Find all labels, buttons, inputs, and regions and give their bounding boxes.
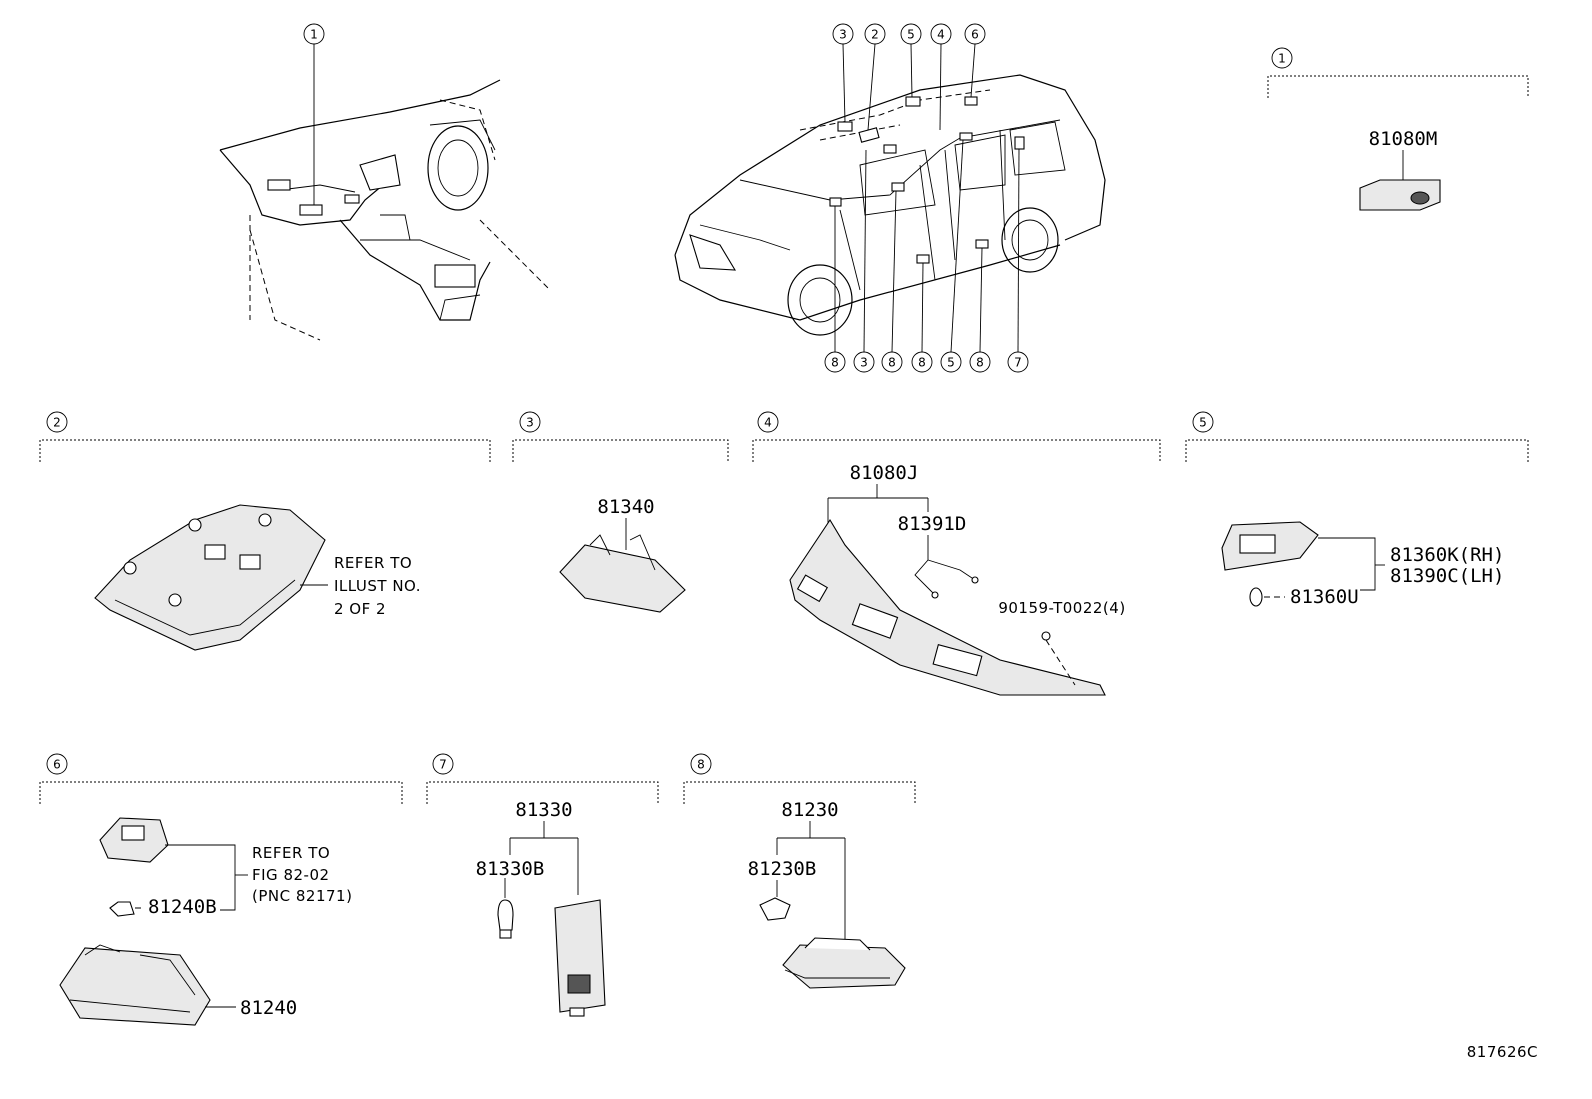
courtesy-lamp-icon — [782, 944, 906, 989]
svg-text:81360K(RH)[interactable]: 81360K(RH) — [1390, 544, 1504, 566]
bulb-icon — [497, 899, 514, 931]
svg-text:8: 8 — [888, 356, 896, 370]
luggage-lamp-icon — [554, 899, 606, 1013]
dome-lamp-icon — [59, 947, 211, 1026]
svg-text:81330[interactable]: 81330 — [515, 799, 572, 821]
interior-callout: 1 — [310, 28, 318, 42]
svg-text:7: 7 — [1014, 356, 1022, 370]
svg-text:2 OF 2: 2 OF 2 — [334, 600, 386, 618]
section-3: 3 81340 — [512, 411, 729, 613]
bulb-icon — [759, 897, 791, 921]
svg-text:81230[interactable]: 81230 — [781, 799, 838, 821]
section-8: 8 81230 81230B — [683, 753, 916, 989]
bulb-icon — [109, 901, 135, 917]
svg-text:4: 4 — [764, 416, 772, 430]
svg-text:8: 8 — [831, 356, 839, 370]
svg-text:81390C(LH)[interactable]: 81390C(LH) — [1390, 565, 1504, 587]
svg-text:81340[interactable]: 81340 — [597, 496, 654, 518]
interior-dashboard-illustration: 1 — [219, 23, 551, 341]
overhead-console-icon — [94, 504, 326, 651]
vehicle-bottom-callouts: 8 3 8 8 5 8 7 — [824, 139, 1029, 373]
svg-text:2: 2 — [53, 416, 61, 430]
svg-text:2: 2 — [871, 28, 879, 42]
svg-text:6: 6 — [971, 28, 979, 42]
vehicle-illustration: 3 2 5 4 6 8 3 8 8 5 8 7 — [674, 23, 1106, 373]
svg-text:8: 8 — [697, 758, 705, 772]
svg-text:81391D[interactable]: 81391D — [898, 513, 967, 535]
svg-text:81080J[interactable]: 81080J — [850, 462, 919, 484]
part-number[interactable]: 81080M — [1369, 128, 1438, 150]
svg-text:5: 5 — [1199, 416, 1207, 430]
bulb-icon — [1249, 587, 1263, 607]
svg-text:81360U[interactable]: 81360U — [1290, 586, 1359, 608]
section-1: 1 81080M — [1267, 47, 1529, 211]
svg-text:FIG 82-02: FIG 82-02 — [252, 866, 330, 884]
svg-text:81240[interactable]: 81240 — [240, 997, 297, 1019]
map-lamp-icon — [559, 544, 686, 613]
svg-text:4: 4 — [937, 28, 945, 42]
section-4: 4 81080J 81391D 90159-T0022(4) — [752, 411, 1161, 696]
section-2: 2 REFER TO ILLUST NO. 2 OF 2 — [39, 411, 491, 651]
vehicle-top-callouts: 3 2 5 4 6 — [832, 23, 986, 131]
svg-text:3: 3 — [839, 28, 847, 42]
svg-text:81240B[interactable]: 81240B — [148, 896, 217, 918]
svg-text:3: 3 — [526, 416, 534, 430]
svg-text:ILLUST NO.: ILLUST NO. — [334, 577, 421, 595]
diagram-code: 817626C — [1467, 1043, 1538, 1061]
svg-text:(PNC 82171): (PNC 82171) — [252, 887, 352, 905]
section-6: 6 REFER TO FIG 82-02 (PNC 82171) 81240B … — [39, 753, 403, 1026]
svg-text:8: 8 — [976, 356, 984, 370]
svg-text:81230B[interactable]: 81230B — [748, 858, 817, 880]
svg-text:REFER TO: REFER TO — [252, 844, 330, 862]
svg-text:5: 5 — [947, 356, 955, 370]
svg-text:90159-T0022(4)[interactable]: 90159-T0022(4) — [998, 599, 1125, 617]
section-7: 7 81330 81330B — [426, 753, 659, 1017]
svg-text:6: 6 — [53, 758, 61, 772]
svg-text:REFER TO: REFER TO — [334, 554, 412, 572]
svg-text:5: 5 — [907, 28, 915, 42]
section-number: 1 — [1278, 52, 1286, 66]
svg-text:81330B[interactable]: 81330B — [476, 858, 545, 880]
svg-text:8: 8 — [918, 356, 926, 370]
svg-text:7: 7 — [439, 758, 447, 772]
svg-text:3: 3 — [860, 356, 868, 370]
section-5: 5 81360K(RH) 81390C(LH) 81360U — [1185, 411, 1529, 608]
